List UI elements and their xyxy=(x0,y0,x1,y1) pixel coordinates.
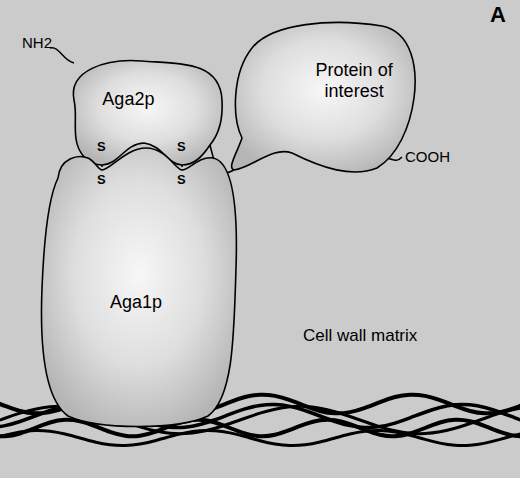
region-label: Cell wall matrix xyxy=(303,326,417,346)
node-label: Aga2p xyxy=(102,89,154,110)
terminus-label: NH2 xyxy=(22,34,52,51)
sulfur-atom: S xyxy=(97,139,106,154)
blob-outline xyxy=(38,148,238,428)
protein-blob: Protein of interest xyxy=(212,18,418,176)
anchor-protein-blob: Aga1p xyxy=(38,148,238,428)
sulfur-atom: S xyxy=(97,172,106,187)
sulfur-atom: S xyxy=(177,139,186,154)
fiber-strand xyxy=(0,420,520,437)
node-label: Aga1p xyxy=(110,292,162,313)
panel-letter: A xyxy=(490,2,506,28)
blob-outline xyxy=(212,18,418,176)
terminus-label: COOH xyxy=(405,148,450,165)
sulfur-atom: S xyxy=(177,172,186,187)
n-terminus-tail xyxy=(50,48,74,63)
blob-shape xyxy=(41,148,236,427)
blob-shape xyxy=(232,22,416,172)
node-label: Protein of interest xyxy=(299,61,409,102)
